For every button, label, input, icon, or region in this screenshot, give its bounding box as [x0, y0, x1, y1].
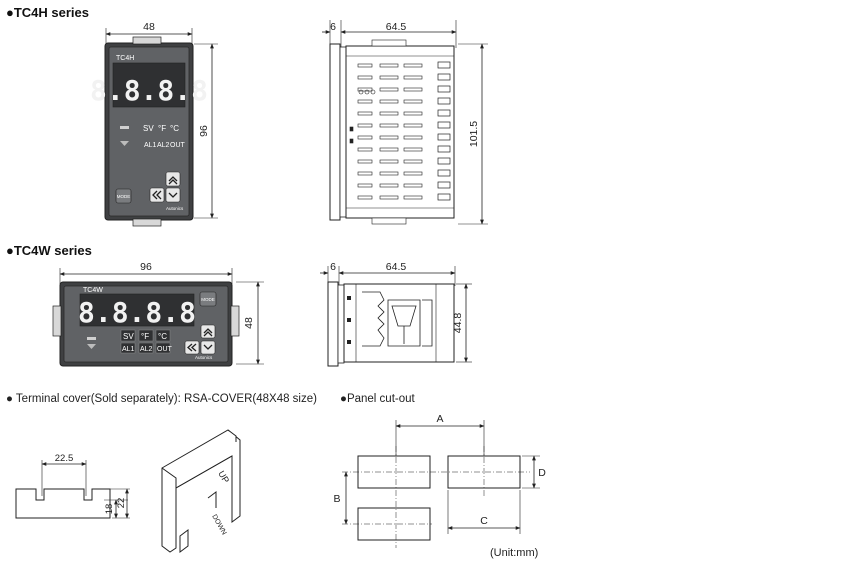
- tc4h-side-vents: [349, 63, 423, 200]
- tc4w-bezel-depth-dim: 6: [330, 261, 336, 273]
- tc4w-mode-label: MODE: [201, 297, 215, 302]
- tc4w-brand-label: Autonics: [195, 355, 213, 360]
- tc4h-side-view: 6 64.5 101.5: [322, 20, 488, 225]
- tc4h-height-dim: 96: [198, 125, 210, 137]
- cutout-b-label: B: [333, 493, 340, 505]
- tc4w-side-bracket: [362, 291, 433, 347]
- tc4w-side-view: 6 64.5 44.8: [320, 261, 472, 367]
- tc4h-model-label: TC4H: [116, 55, 134, 62]
- tc4w-al2-label: AL2: [140, 346, 153, 353]
- tc4w-out-label: OUT: [157, 346, 173, 353]
- tc4h-up-button: [165, 171, 181, 187]
- tc4w-mode-button: [199, 291, 217, 307]
- tc4w-c-label: °C: [158, 332, 167, 341]
- tc4h-al2-label: AL2: [157, 142, 170, 149]
- tc4w-depth-dim: 64.5: [386, 261, 407, 273]
- terminal-cover-up-label: UP: [216, 469, 231, 485]
- tc4h-brand-label: Autonics: [166, 206, 184, 211]
- unit-label: (Unit:mm): [490, 547, 538, 559]
- cutout-a-label: A: [436, 413, 443, 425]
- tc4w-al1-label: AL1: [122, 346, 135, 353]
- tc4h-width-dim: 48: [143, 21, 155, 33]
- tc4w-display-digits: 8.8.8.8: [78, 296, 196, 329]
- tc4w-height-dim: 48: [243, 317, 255, 329]
- tc4w-series-title: ●TC4W series: [6, 243, 92, 258]
- cutout-c-label: C: [480, 515, 488, 527]
- tc4h-c-label: °C: [170, 124, 179, 133]
- panel-cutout-drawing: A B D C (Unit:mm): [333, 413, 546, 559]
- tc4h-mode-button: [115, 188, 132, 204]
- tc4h-mode-label: MODE: [117, 194, 131, 199]
- tc4h-sv-label: SV: [143, 124, 154, 133]
- terminal-cover-iso: UP DOWN: [161, 429, 241, 553]
- terminal-cover-front: 22.5 18 22: [15, 453, 130, 519]
- panel-cutout-title: ●Panel cut-out: [340, 393, 415, 405]
- tc4h-series-title: ●TC4H series: [6, 5, 90, 20]
- tc4h-out-label: OUT: [170, 142, 186, 149]
- tc4h-down-button: [165, 187, 181, 203]
- terminal-cover-width-dim: 22.5: [55, 453, 74, 464]
- tc4w-down-button: [200, 340, 216, 355]
- tc4h-depth-dim: 64.5: [386, 21, 407, 33]
- terminal-cover-title: ● Terminal cover(Sold separately): RSA-C…: [6, 393, 317, 405]
- cutout-d-label: D: [538, 467, 546, 479]
- tc4w-f-label: °F: [141, 332, 149, 341]
- tc4h-bezel-depth-dim: 6: [330, 21, 336, 33]
- terminal-cover-inner-height-dim: 18: [104, 504, 115, 515]
- tc4h-al1-label: AL1: [144, 142, 157, 149]
- tc4h-front-view: 48 96 TC4H 8.8.8.8 SV °F °C AL1 AL2 OUT …: [90, 21, 218, 227]
- tc4w-sv-label: SV: [123, 332, 134, 341]
- terminal-cover-down-label: DOWN: [210, 514, 227, 537]
- tc4h-side-terminals: [437, 61, 451, 201]
- tc4w-side-height-dim: 44.8: [452, 313, 464, 334]
- terminal-cover-outer-height-dim: 22: [116, 498, 127, 509]
- tc4w-model-label: TC4W: [83, 287, 103, 294]
- tc4h-side-height-dim: 101.5: [468, 121, 480, 147]
- tc4h-display-digits: 8.8.8.8: [90, 74, 208, 107]
- tc4w-width-dim: 96: [140, 261, 152, 273]
- tc4w-front-view: 96 48 TC4W 8.8.8.8 MODE SV °F °C AL1 AL2…: [52, 261, 264, 367]
- tc4h-f-label: °F: [158, 124, 166, 133]
